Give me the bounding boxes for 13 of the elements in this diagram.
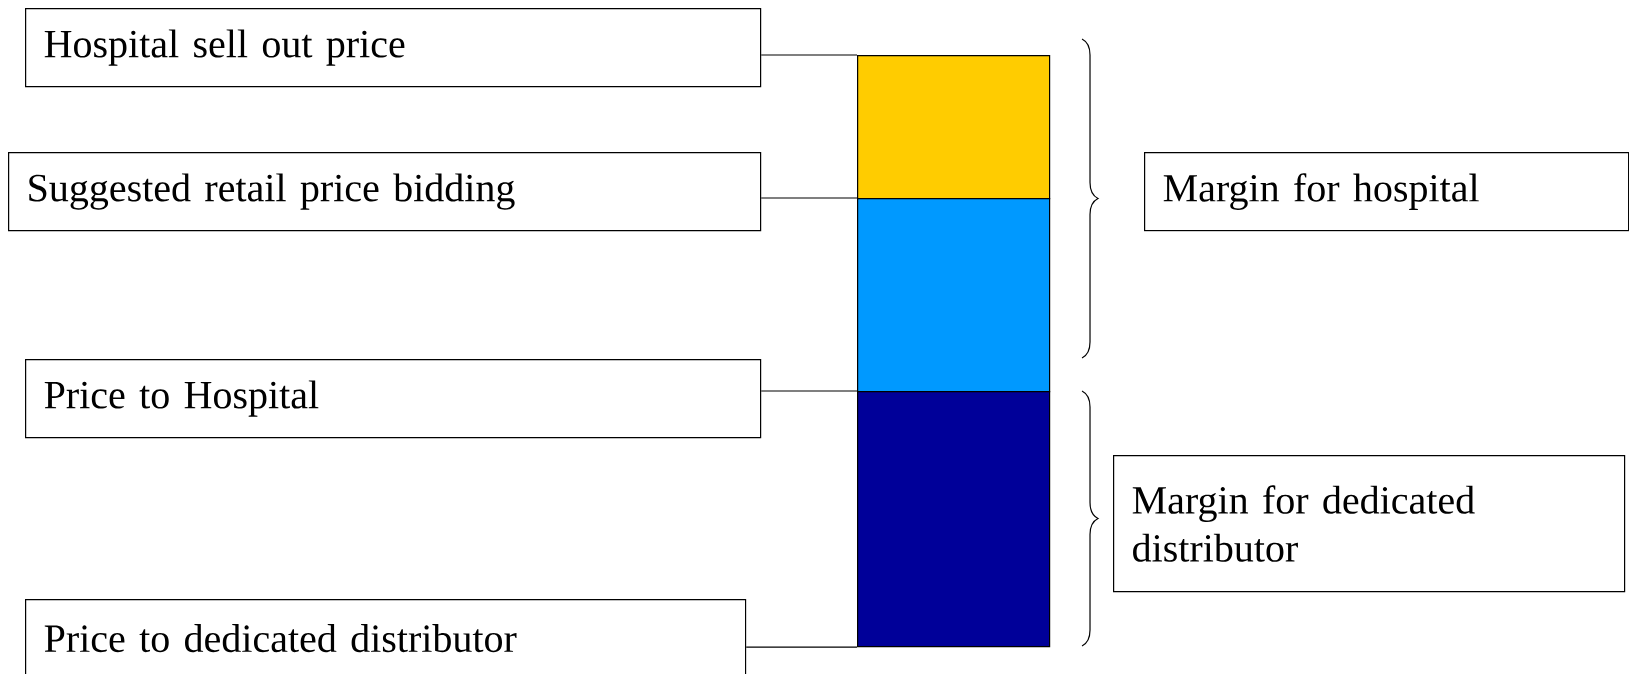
label-box: Price to Hospital <box>25 359 762 439</box>
leader-line <box>760 390 858 392</box>
bar-segment <box>857 55 1051 200</box>
leader-line <box>745 646 858 648</box>
leader-line <box>760 197 858 199</box>
label-box: Margin for hospital <box>1144 152 1629 232</box>
label-box: Price to dedicated distributor <box>25 599 747 674</box>
label-box: Margin for dedicated distributor <box>1113 455 1626 593</box>
bar-segment <box>857 198 1051 393</box>
leader-line <box>760 54 858 56</box>
label-box: Suggested retail price bidding <box>8 152 762 232</box>
bar-segment <box>857 391 1051 648</box>
label-box: Hospital sell out price <box>25 8 762 88</box>
